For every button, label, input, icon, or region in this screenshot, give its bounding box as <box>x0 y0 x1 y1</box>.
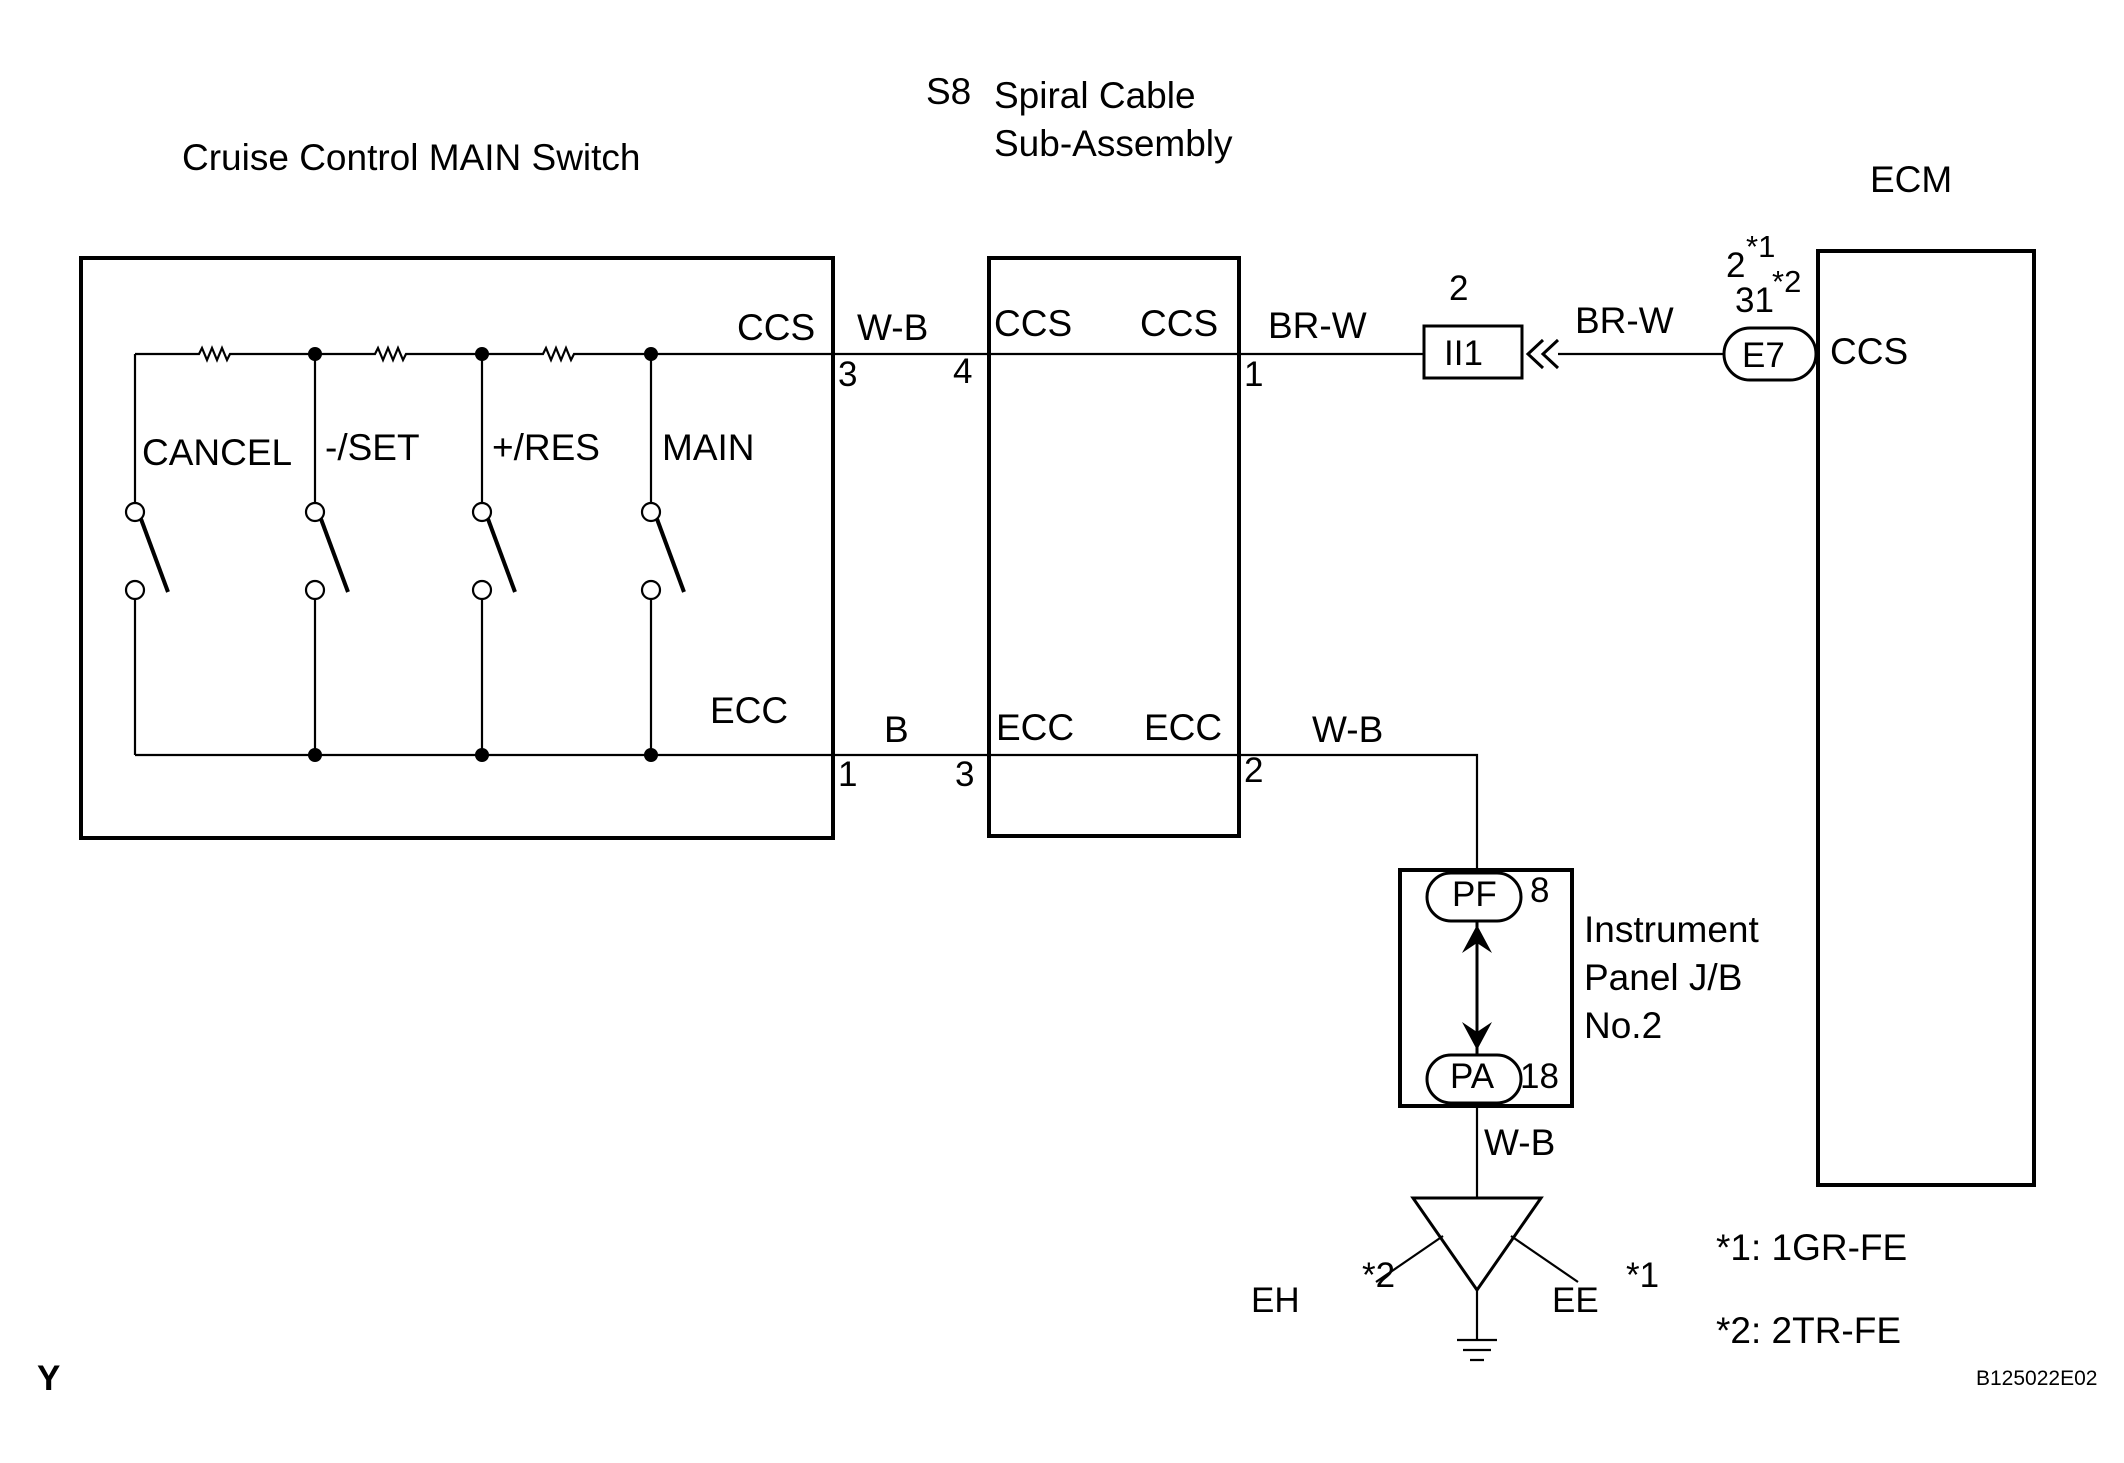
instrument-panel-jb: PF 8 PA 18 <box>1398 868 1574 1108</box>
wire-b-bottom: B <box>884 709 909 750</box>
switch-bottom-bus <box>135 753 1479 870</box>
spiral-ccs-in-pin: 4 <box>953 352 972 391</box>
connector-e7-pin-1: 2 <box>1726 246 1745 285</box>
spiral-title-2: Sub-Assembly <box>994 123 1233 164</box>
sw-ecc-label: ECC <box>710 690 788 731</box>
note-1: *1: 1GR-FE <box>1716 1227 1907 1268</box>
switch-label-res: +/RES <box>492 427 600 468</box>
wire-br-w-left: BR-W <box>1268 305 1367 346</box>
connector-ii1-pin: 2 <box>1449 269 1468 308</box>
spiral-ecc-out: ECC <box>1144 707 1222 748</box>
wire-w-b-right: W-B <box>1312 709 1383 750</box>
plug-chevron-icon <box>1525 338 1560 370</box>
sw-ccs-label: CCS <box>737 307 815 348</box>
jb-title-1: Instrument <box>1584 909 1760 950</box>
spiral-ccs-out: CCS <box>1140 303 1218 344</box>
figure-code: B125022E02 <box>1976 1367 2097 1390</box>
wire-w-b-top: W-B <box>857 307 928 348</box>
switch-set <box>304 501 350 601</box>
jb-title-2: Panel J/B <box>1584 957 1742 998</box>
connector-e7-label: E7 <box>1742 336 1785 375</box>
arrow-down-icon <box>1462 1022 1492 1050</box>
sw-ecc-pin: 1 <box>838 755 857 794</box>
main-switch-box <box>79 256 835 840</box>
corner-label: Y <box>37 1359 60 1398</box>
ground-eh: EH <box>1251 1281 1300 1320</box>
ground-ee: EE <box>1552 1281 1599 1320</box>
switch-main <box>640 501 686 601</box>
switch-label-main: MAIN <box>662 427 755 468</box>
spiral-cable-box <box>987 256 1241 838</box>
spiral-ecc-in-pin: 3 <box>955 755 974 794</box>
ecm-terminal-ccs: CCS <box>1830 331 1908 372</box>
main-switch-title: Cruise Control MAIN Switch <box>182 137 641 178</box>
connector-pa-label: PA <box>1450 1057 1495 1096</box>
switch-res <box>471 501 517 601</box>
wire-br-w-right: BR-W <box>1575 300 1674 341</box>
connector-ii1: II1 2 <box>1422 269 1524 380</box>
ground-eh-note: *2 <box>1362 1256 1395 1295</box>
connector-e7-note-1: *1 <box>1746 229 1775 264</box>
switch-label-cancel: CANCEL <box>142 432 292 473</box>
switch-legs <box>133 354 653 755</box>
connector-ii1-label: II1 <box>1444 334 1483 373</box>
ground-ee-note: *1 <box>1626 1256 1659 1295</box>
ecm-box <box>1816 249 2036 1187</box>
connector-e7: E7 2 *1 31 *2 <box>1722 229 1818 382</box>
jb-title-3: No.2 <box>1584 1005 1662 1046</box>
connector-e7-note-2: *2 <box>1772 264 1801 299</box>
connector-pf-label: PF <box>1452 875 1497 914</box>
switch-top-bus <box>135 345 1424 363</box>
note-2: *2: 2TR-FE <box>1716 1310 1901 1351</box>
sw-ccs-pin: 3 <box>838 355 857 394</box>
spiral-ccs-out-pin: 1 <box>1244 355 1263 394</box>
ecm-title: ECM <box>1870 159 1952 200</box>
connector-pf-pin: 8 <box>1530 871 1549 910</box>
ground-icon <box>1375 1196 1579 1362</box>
spiral-title-1: Spiral Cable <box>994 75 1196 116</box>
spiral-code: S8 <box>926 71 971 112</box>
wire-w-b-ground: W-B <box>1484 1122 1555 1163</box>
spiral-ccs-in: CCS <box>994 303 1072 344</box>
switch-label-set: -/SET <box>325 427 420 468</box>
spiral-ecc-out-pin: 2 <box>1244 751 1263 790</box>
connector-pa-pin: 18 <box>1520 1057 1559 1096</box>
switch-cancel <box>124 501 170 601</box>
spiral-ecc-in: ECC <box>996 707 1074 748</box>
junction-nodes <box>308 347 658 762</box>
connector-e7-pin-2: 31 <box>1735 281 1774 320</box>
arrow-up-icon <box>1462 925 1492 953</box>
